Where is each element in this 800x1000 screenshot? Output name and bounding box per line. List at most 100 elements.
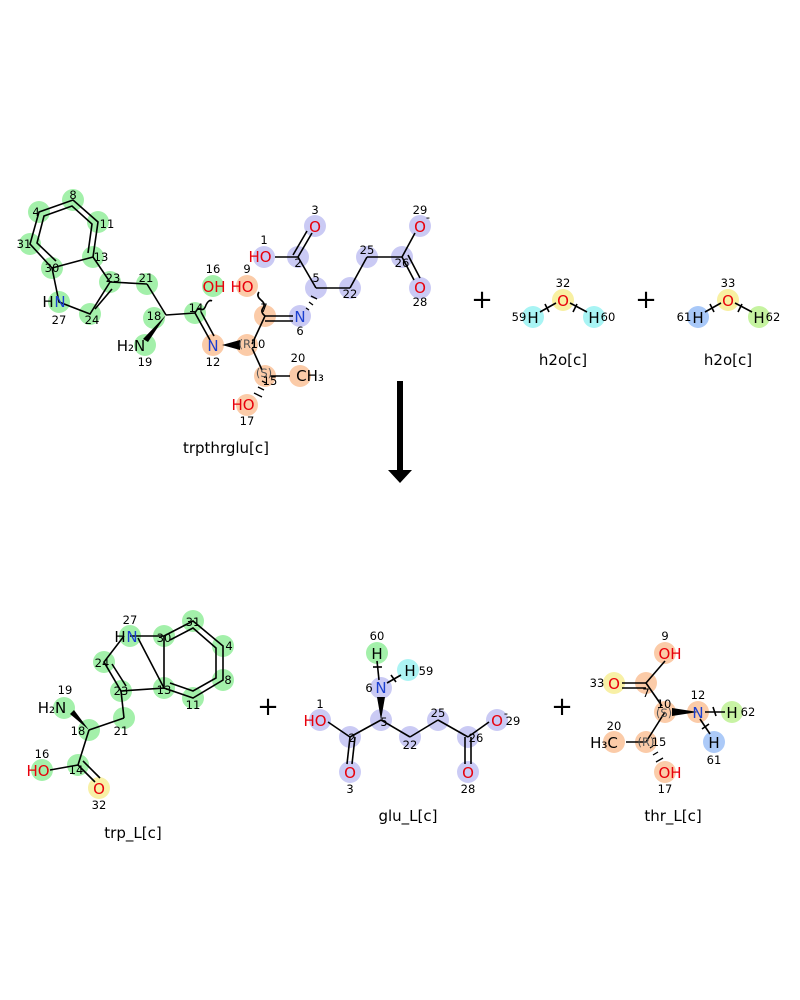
svg-text:26: 26 (469, 731, 484, 745)
svg-text:16: 16 (206, 262, 221, 276)
molecule-h2o-1: 59 H 32 O H 60 h2o[c] (512, 276, 616, 369)
atom-highlights (19, 189, 431, 416)
svg-text:OH: OH (202, 278, 225, 296)
svg-text:O: O (344, 764, 356, 782)
svg-text:9: 9 (661, 629, 668, 643)
molecule-name-h2o: h2o[c] (539, 351, 587, 369)
svg-text:10: 10 (657, 697, 672, 711)
svg-text:25: 25 (360, 243, 375, 257)
svg-text:17: 17 (658, 782, 673, 796)
molecule-name-h2o: h2o[c] (704, 351, 752, 369)
molecule-thr-L: 9 OH 33 O 7 10 (S) 12 N H 62 H 61 20 H₃C… (590, 629, 756, 826)
svg-text:O: O (557, 292, 569, 310)
svg-text:26: 26 (395, 256, 410, 270)
svg-text:HO: HO (231, 396, 254, 414)
svg-text:60: 60 (370, 629, 385, 643)
svg-text:29: 29 (413, 203, 428, 217)
svg-text:N: N (126, 628, 137, 646)
svg-text:27: 27 (123, 613, 138, 627)
svg-text:-: - (504, 706, 508, 720)
svg-text:(R): (R) (638, 735, 655, 749)
svg-text:33: 33 (590, 676, 605, 690)
svg-text:6: 6 (365, 681, 372, 695)
svg-text:H: H (114, 628, 125, 646)
svg-text:N: N (207, 337, 218, 355)
svg-text:24: 24 (95, 656, 110, 670)
svg-text:HO: HO (26, 762, 49, 780)
svg-text:8: 8 (224, 673, 231, 687)
svg-text:-: - (426, 210, 430, 224)
svg-text:7: 7 (260, 301, 267, 315)
svg-text:5: 5 (312, 271, 319, 285)
svg-text:20: 20 (607, 719, 622, 733)
svg-text:O: O (722, 292, 734, 310)
svg-text:11: 11 (100, 217, 115, 231)
svg-text:4: 4 (225, 639, 232, 653)
svg-text:H: H (753, 309, 764, 327)
svg-text:N: N (692, 704, 703, 722)
svg-text:CH₃: CH₃ (296, 367, 324, 385)
svg-text:31: 31 (17, 237, 32, 251)
svg-text:H: H (692, 309, 703, 327)
atom-H: H (42, 293, 53, 311)
atom-N: N (54, 293, 65, 311)
svg-text:17: 17 (240, 414, 255, 428)
svg-text:33: 33 (721, 276, 736, 290)
svg-text:O: O (414, 279, 426, 297)
svg-text:O: O (93, 780, 105, 798)
svg-text:28: 28 (461, 782, 476, 796)
molecule-name-trp-L: trp_L[c] (104, 824, 161, 843)
svg-text:N: N (375, 679, 386, 697)
svg-text:27: 27 (52, 313, 67, 327)
plus-sign: + (635, 285, 657, 315)
svg-text:22: 22 (403, 738, 418, 752)
svg-text:31: 31 (186, 615, 201, 629)
svg-text:10: 10 (251, 337, 266, 351)
svg-text:H: H (588, 309, 599, 327)
molecule-trpthrglu: H N 27 30 31 4 8 11 13 23 24 21 18 H₂N 1… (17, 188, 431, 457)
plus-sign: + (551, 692, 573, 722)
svg-text:13: 13 (157, 683, 172, 697)
svg-text:18: 18 (147, 309, 162, 323)
svg-text:61: 61 (707, 753, 722, 767)
svg-text:23: 23 (114, 684, 129, 698)
svg-text:(S): (S) (256, 366, 272, 380)
svg-text:8: 8 (69, 188, 76, 202)
svg-text:6: 6 (296, 324, 303, 338)
svg-text:59: 59 (512, 310, 527, 324)
svg-text:21: 21 (114, 724, 129, 738)
svg-text:O: O (462, 764, 474, 782)
atom-labels: H N 27 30 31 4 8 11 13 23 24 21 18 H₂N 1… (17, 188, 430, 428)
svg-text:29: 29 (506, 714, 521, 728)
svg-text:H₃C: H₃C (590, 734, 618, 752)
svg-text:28: 28 (413, 295, 428, 309)
svg-text:14: 14 (189, 301, 204, 315)
svg-text:30: 30 (157, 631, 172, 645)
svg-text:2: 2 (348, 731, 355, 745)
svg-text:1: 1 (316, 697, 323, 711)
svg-text:15: 15 (652, 735, 667, 749)
svg-text:24: 24 (85, 313, 100, 327)
svg-text:60: 60 (601, 310, 616, 324)
svg-text:23: 23 (106, 271, 121, 285)
svg-text:32: 32 (556, 276, 571, 290)
svg-text:OH: OH (658, 645, 681, 663)
svg-text:HO: HO (303, 712, 326, 730)
svg-text:OH: OH (658, 764, 681, 782)
svg-text:62: 62 (766, 310, 781, 324)
svg-text:O: O (414, 218, 426, 236)
svg-text:H₂N: H₂N (38, 699, 67, 717)
svg-text:16: 16 (35, 747, 50, 761)
bonds (29, 199, 421, 398)
svg-text:61: 61 (677, 310, 692, 324)
svg-text:62: 62 (741, 705, 756, 719)
svg-text:H: H (404, 662, 415, 680)
svg-text:4: 4 (32, 205, 39, 219)
plus-sign: + (471, 285, 493, 315)
svg-text:3: 3 (346, 782, 353, 796)
svg-text:15: 15 (263, 374, 278, 388)
svg-text:9: 9 (243, 262, 250, 276)
svg-text:HO: HO (230, 278, 253, 296)
svg-text:3: 3 (311, 203, 318, 217)
